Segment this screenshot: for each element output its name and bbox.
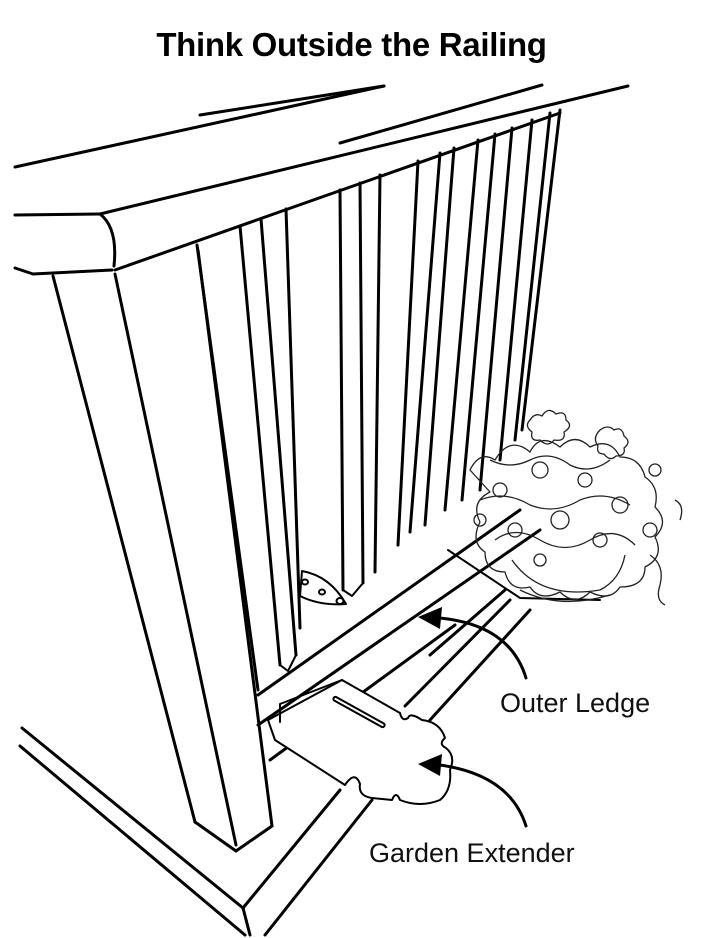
curved-arrow-left-icon — [418, 754, 528, 828]
outer-ledge — [403, 598, 532, 722]
flower-cluster — [469, 409, 683, 606]
flower-planter — [447, 409, 683, 606]
curved-arrow-left-icon — [418, 607, 528, 680]
garden-extender-label: Garden Extender — [369, 838, 575, 868]
page-title: Think Outside the Railing — [156, 26, 547, 63]
outer-ledge-label: Outer Ledge — [500, 688, 651, 718]
garden-extender-plate — [267, 679, 454, 805]
top-cap-rail — [13, 83, 630, 276]
balusters — [195, 108, 562, 692]
mounting-bracket — [299, 570, 347, 606]
deck-base — [18, 726, 374, 937]
